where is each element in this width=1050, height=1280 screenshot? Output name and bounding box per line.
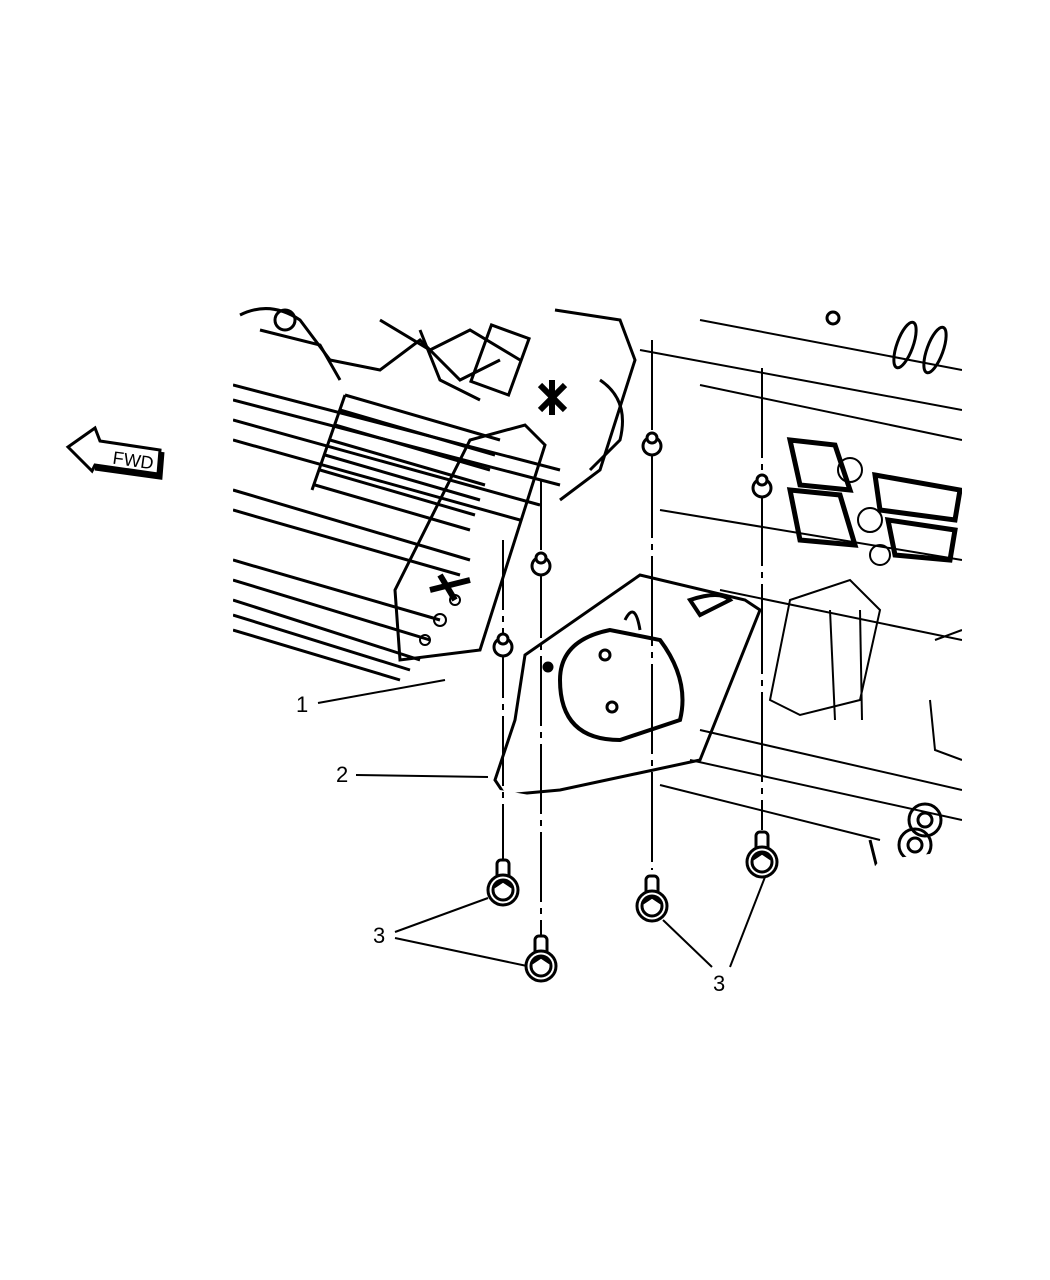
- callout-3-right: 3: [713, 971, 726, 996]
- leader-lines: [317, 679, 766, 968]
- fwd-arrow-icon: [65, 425, 165, 480]
- underbody-structure: [233, 307, 962, 885]
- bolt-icon: [745, 830, 779, 879]
- bolt-centerlines: [502, 340, 763, 940]
- bolts: [486, 830, 779, 983]
- bolt-icon: [635, 874, 669, 923]
- callout-1: 1: [296, 692, 309, 717]
- star-clip-icon: [537, 380, 568, 415]
- callout-2: 2: [336, 762, 349, 787]
- crossmember-bracket: [493, 573, 762, 797]
- bolt-icon: [524, 934, 558, 983]
- bolt-icon: [486, 858, 520, 907]
- callout-3-left: 3: [373, 923, 386, 948]
- grommets: [492, 431, 773, 658]
